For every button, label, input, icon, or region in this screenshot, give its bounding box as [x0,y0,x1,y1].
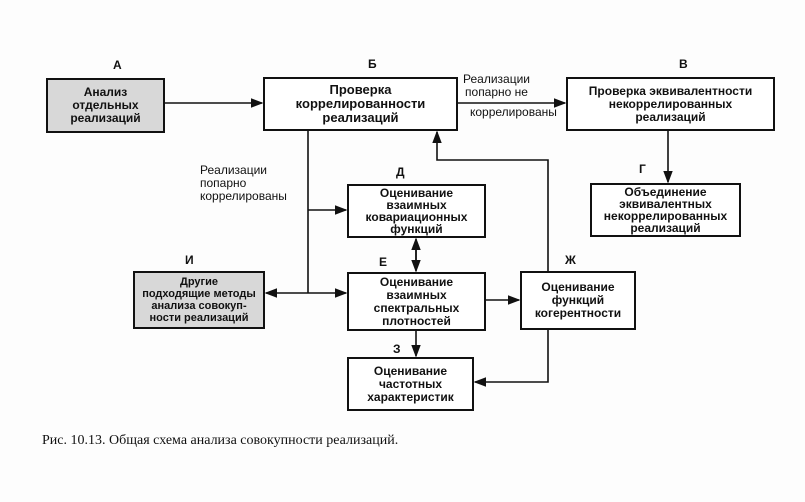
label-g: Г [639,162,646,176]
block-a: Анализ отдельных реализаций [46,78,165,133]
edge-label-correlated: Реализации попарно коррелированы [200,163,287,203]
block-zh: Оценивание функций когерентности [520,271,636,330]
label-v: В [679,57,688,71]
figure-caption: Рис. 10.13. Общая схема анализа совокупн… [42,433,399,448]
arrow-zh-b [432,130,549,271]
block-z: Оценивание частотных характеристик [347,357,474,411]
block-i: Другие подходящие методы анализа совокуп… [133,271,265,329]
label-d: Д [396,165,405,179]
arrow-zh-z [473,330,549,387]
label-e: Е [379,255,388,269]
block-e: Оценивание взаимных спектральных плотнос… [347,272,486,331]
edge-label-not-correlated-2: коррелированы [470,105,557,119]
block-g: Объединение эквивалентных некоррелирован… [590,183,741,237]
block-b: Проверка коррелированности реализаций [263,77,458,131]
label-i: И [185,253,194,267]
label-z: З [393,342,401,356]
block-v: Проверка эквивалентности некоррелированн… [566,77,775,131]
label-b: Б [368,57,377,71]
block-d: Оценивание взаимных ковариационных функц… [347,184,486,238]
edge-label-not-correlated: Реализации попарно не [463,72,530,99]
label-zh: Ж [565,253,576,267]
label-a: А [113,58,122,72]
